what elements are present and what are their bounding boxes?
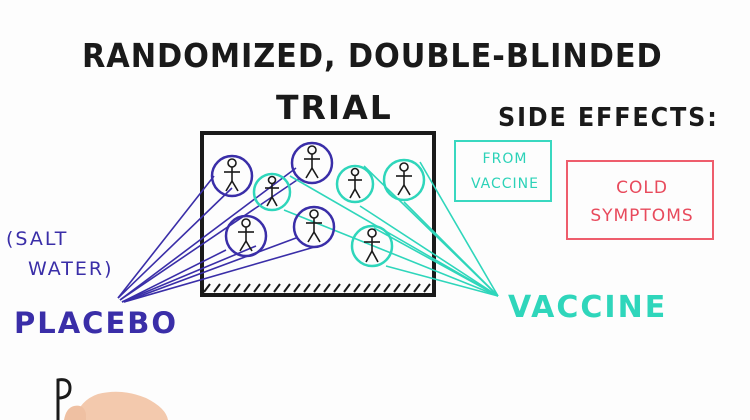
placebo-participant	[224, 214, 268, 258]
side-effects-heading: SIDE EFFECTS:	[498, 103, 719, 133]
vaccine-participant	[350, 224, 394, 268]
vaccine-participant	[335, 164, 375, 204]
placebo-participant	[292, 205, 336, 249]
placebo-note-line2: WATER)	[28, 258, 114, 280]
cold-symptoms-label: COLD SYMPTOMS	[576, 174, 708, 230]
from-vaccine-box: FROM VACCINE	[454, 140, 552, 202]
from-vaccine-line1: FROM	[482, 151, 528, 167]
cold-symptoms-line1: COLD	[616, 178, 668, 198]
placebo-note-line1: (SALT	[6, 228, 69, 250]
placebo-label: PLACEBO	[14, 306, 179, 340]
trial-box	[200, 131, 436, 297]
cold-symptoms-line2: SYMPTOMS	[590, 206, 694, 226]
placebo-participant	[290, 141, 334, 185]
writing-hand-illustration	[56, 378, 168, 420]
trial-box-floor-hatching	[203, 283, 431, 293]
diagram-title: RANDOMIZED, DOUBLE-BLINDED	[82, 36, 663, 75]
diagram-title-line2: TRIAL	[276, 88, 393, 127]
placebo-connectors	[117, 167, 319, 303]
from-vaccine-label: FROM VACCINE	[460, 147, 550, 197]
placebo-note: (SALT WATER)	[6, 224, 114, 284]
from-vaccine-line2: VACCINE	[470, 176, 539, 192]
cold-symptoms-box: COLD SYMPTOMS	[566, 160, 714, 240]
vaccine-participant	[382, 158, 426, 202]
vaccine-label: VACCINE	[508, 290, 668, 325]
vaccine-participant	[252, 172, 292, 212]
placebo-participant	[210, 154, 254, 198]
